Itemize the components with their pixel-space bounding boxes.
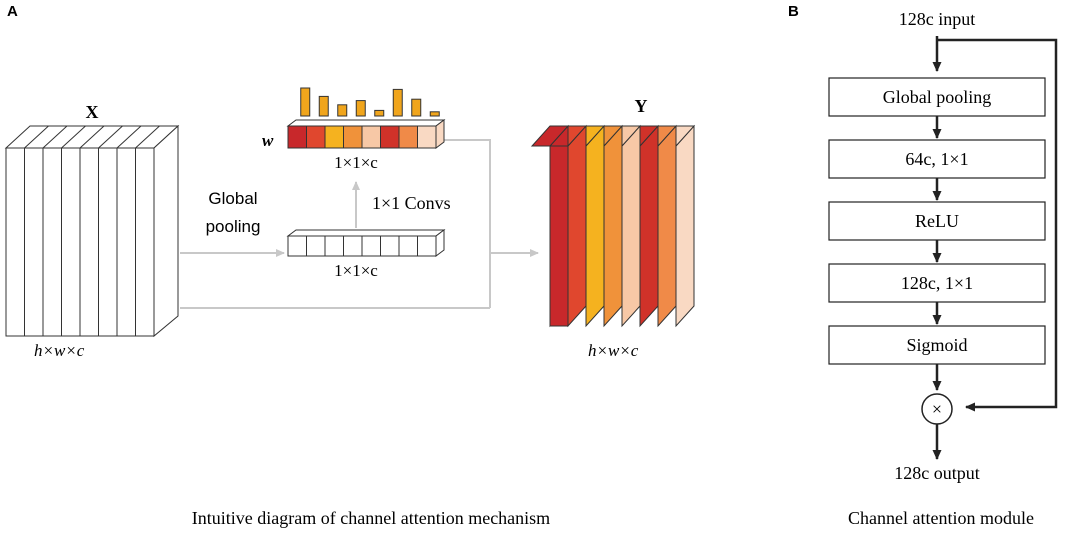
output-channel-slice <box>585 124 605 328</box>
weight-bar <box>337 104 348 117</box>
module-input-label: 128c input <box>899 9 976 29</box>
panel-b-label: B <box>788 3 799 20</box>
multiply-symbol: × <box>932 399 942 419</box>
weight-top-face <box>286 119 446 127</box>
panel-a-label: A <box>7 3 18 20</box>
weight-connector <box>444 139 491 308</box>
module-block-label: 64c, 1×1 <box>905 149 968 169</box>
weight-cell <box>380 125 400 149</box>
skip-connection <box>937 38 1058 412</box>
pooled-cell <box>287 235 307 257</box>
output-front-face <box>549 145 569 327</box>
pooled-cell <box>361 235 381 257</box>
module-output-label: 128c output <box>894 463 980 483</box>
input-channel-divider <box>116 125 142 149</box>
pooled-cell <box>306 235 326 257</box>
weight-bar <box>374 109 385 117</box>
input-channel-divider <box>24 125 49 149</box>
panel-a-caption: Intuitive diagram of channel attention m… <box>192 508 550 528</box>
convs-label: 1×1 Convs <box>372 193 451 213</box>
weight-cell <box>361 125 381 149</box>
module-block <box>828 263 1046 303</box>
weight-cell <box>306 125 326 149</box>
pooled-vector <box>286 229 446 257</box>
input-channel-divider <box>42 125 68 149</box>
pooled-cell <box>380 235 400 257</box>
input-channel-divider <box>98 125 123 149</box>
weight-cell <box>324 125 344 149</box>
weight-vector <box>286 119 446 149</box>
input-channel-divider <box>61 125 86 149</box>
weight-bar <box>355 100 366 117</box>
module-block <box>828 139 1046 179</box>
output-channel-slice <box>603 124 623 328</box>
pooled-cell <box>324 235 344 257</box>
output-dims-label: h×w×c <box>588 341 639 360</box>
input-channel-divider <box>135 125 160 149</box>
weight-symbol: w <box>262 131 274 150</box>
weight-cell <box>287 125 307 149</box>
output-channel-slice <box>657 124 677 328</box>
weight-cell <box>343 125 363 149</box>
weight-bar <box>411 98 422 117</box>
pooled-cell <box>343 235 363 257</box>
input-tensor-x <box>4 124 180 338</box>
module-block <box>828 77 1046 117</box>
output-channel-slice <box>675 124 695 328</box>
module-block <box>828 201 1046 241</box>
output-channel-top <box>530 125 570 147</box>
input-channel-divider <box>79 125 105 149</box>
output-channel-slice <box>567 124 587 328</box>
weight-bar <box>429 111 440 117</box>
module-block-label: Global pooling <box>883 87 992 107</box>
output-channel-slice <box>639 124 659 328</box>
panel-b-caption: Channel attention module <box>848 508 1034 528</box>
output-tensor-y <box>530 124 696 328</box>
input-dims-label: h×w×c <box>34 341 85 360</box>
pooled-dims-label: 1×1×c <box>334 261 378 280</box>
input-tensor-label: X <box>86 102 99 122</box>
weight-dims-label: 1×1×c <box>334 153 378 172</box>
weight-cell <box>417 125 437 149</box>
module-block-label: Sigmoid <box>906 335 967 355</box>
module-block <box>828 325 1046 365</box>
global-pooling-label-line1: Global <box>208 189 257 208</box>
weight-bar <box>392 88 403 117</box>
weight-bar <box>318 95 329 117</box>
output-channel-slice <box>621 124 641 328</box>
global-pooling-label-line2: pooling <box>206 217 261 236</box>
pooled-cell <box>417 235 437 257</box>
module-block-label: 128c, 1×1 <box>901 273 973 293</box>
weight-cell <box>398 125 418 149</box>
weight-bars <box>300 87 440 117</box>
weight-bar <box>300 87 311 117</box>
input-channel-dividers <box>24 125 160 336</box>
output-tensor-label: Y <box>635 96 648 116</box>
pooled-cell <box>398 235 418 257</box>
module-block-label: ReLU <box>915 211 959 231</box>
